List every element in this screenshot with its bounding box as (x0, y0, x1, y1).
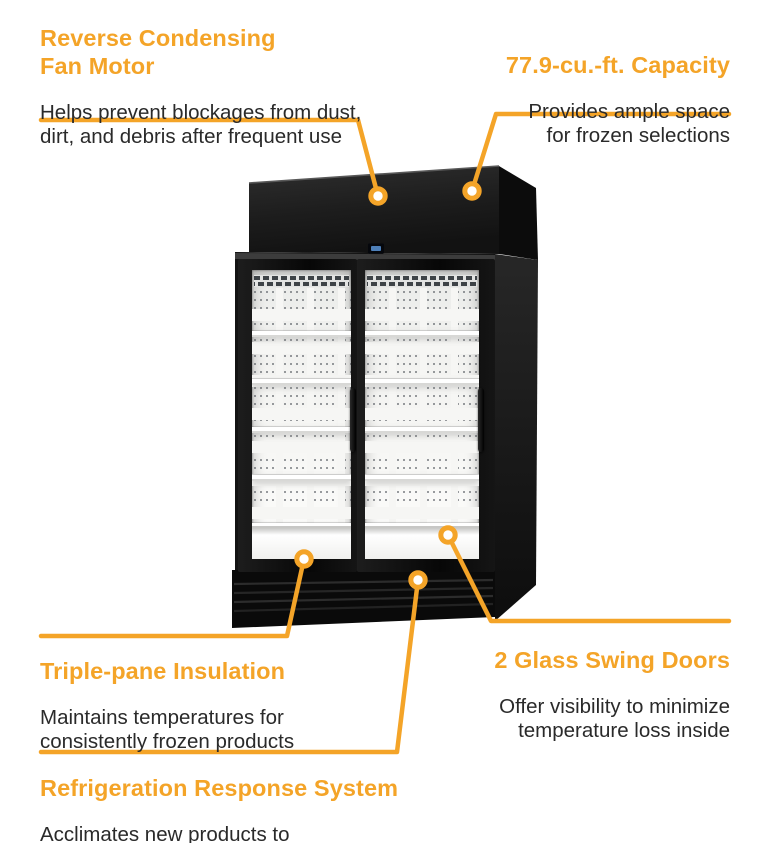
door-right-glass (365, 270, 479, 559)
callout-fan-motor: Reverse Condensing Fan Motor Helps preve… (40, 6, 400, 166)
canopy-front (249, 166, 499, 254)
shelf (365, 474, 479, 481)
door-left-glass (252, 270, 351, 559)
callout-capacity: 77.9-cu.-ft. Capacity Provides ample spa… (400, 33, 730, 165)
callout-body-glass-doors: Offer visibility to minimize temperature… (499, 695, 730, 742)
perforated-back-panel (252, 288, 351, 525)
callout-glass-doors: 2 Glass Swing Doors Offer visibility to … (400, 628, 730, 760)
shelf (252, 522, 351, 529)
shelf (252, 330, 351, 337)
callout-title-refrigeration: Refrigeration Response System (40, 775, 399, 801)
temperature-display-screen (371, 246, 381, 251)
freezer-door-left (238, 259, 357, 572)
shelf (365, 522, 479, 529)
louver-line (233, 602, 494, 613)
callout-body-refrigeration: Acclimates new products to interior clim… (40, 823, 290, 843)
callout-title-insulation: Triple-pane Insulation (40, 658, 286, 684)
callout-refrigeration: Refrigeration Response System Acclimates… (40, 756, 460, 843)
door-handle (350, 388, 356, 452)
callout-title-capacity: 77.9-cu.-ft. Capacity (505, 52, 730, 78)
callout-marker-capacity (462, 181, 482, 201)
shelf (252, 426, 351, 433)
shelf (252, 474, 351, 481)
callout-line-fan-motor (38, 117, 381, 199)
shelf (365, 426, 479, 433)
louver-line (233, 594, 494, 604)
perforated-back-panel (365, 288, 479, 525)
door-handle (478, 388, 484, 452)
callout-line-insulation (38, 556, 307, 639)
shelf (252, 378, 351, 385)
callout-line-doors (445, 532, 732, 624)
callout-title-glass-doors: 2 Glass Swing Doors (494, 647, 730, 673)
callout-marker-insulation (294, 549, 314, 569)
callout-marker-refrigeration (408, 570, 428, 590)
interior-floor (365, 526, 479, 559)
callout-insulation: Triple-pane Insulation Maintains tempera… (40, 639, 370, 771)
callout-body-insulation: Maintains temperatures for consistently … (40, 706, 295, 753)
canopy-side (499, 166, 538, 260)
vent-grille (254, 275, 349, 287)
louver-line (233, 578, 494, 586)
callout-line-refrigeration (38, 577, 421, 755)
callout-marker-doors (438, 525, 458, 545)
shelf (365, 378, 479, 385)
callout-line-capacity (469, 111, 732, 194)
callout-body-capacity: Provides ample space for frozen selectio… (528, 100, 730, 147)
callout-title-fan-motor: Reverse Condensing Fan Motor (40, 25, 276, 79)
callout-marker-fan-motor (368, 186, 388, 206)
callout-body-fan-motor: Helps prevent blockages from dust, dirt,… (40, 101, 362, 148)
cabinet-side-panel (495, 254, 538, 621)
shelf (365, 330, 479, 337)
freezer-door-right (357, 259, 495, 572)
louver-line (233, 586, 494, 595)
vent-grille (367, 275, 477, 287)
